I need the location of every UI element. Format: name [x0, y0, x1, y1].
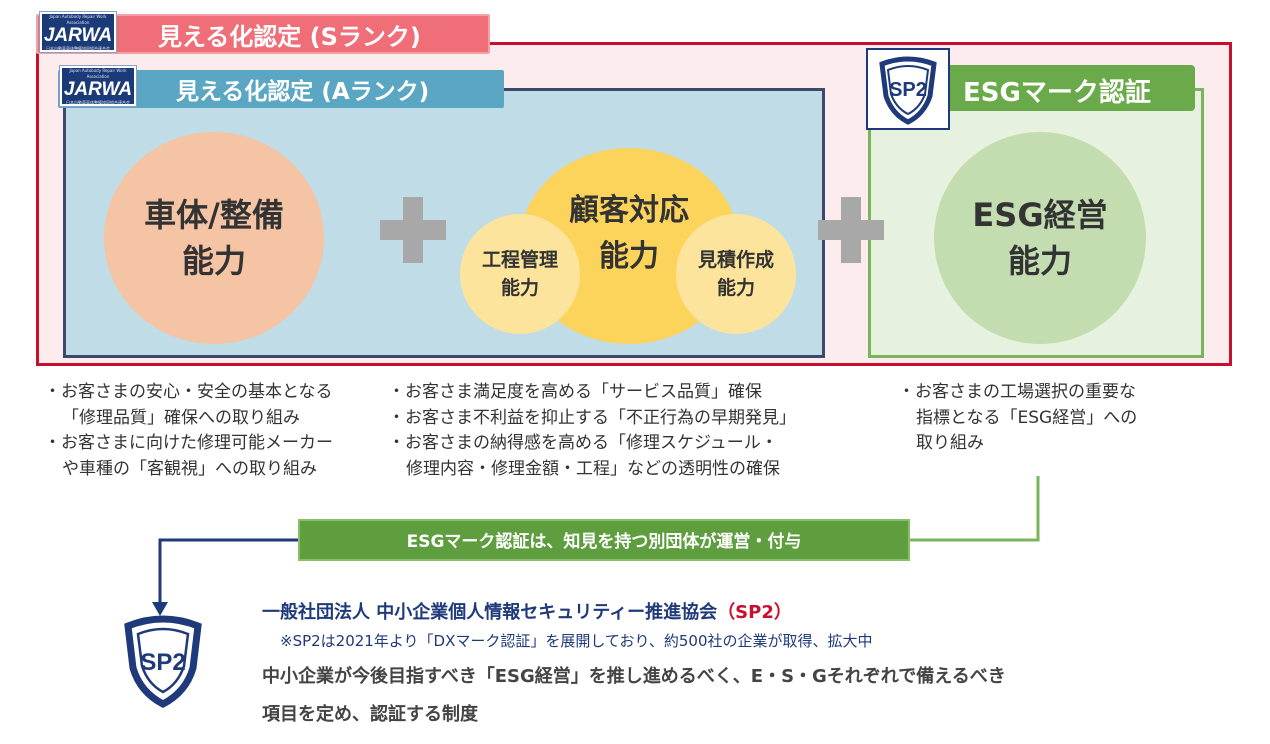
process-circle-line2: 能力	[500, 277, 539, 299]
esg-circle-line1: ESG経営	[972, 196, 1108, 234]
body-circle-line1: 車体/整備	[144, 196, 284, 234]
bullet-item-cont: や車種の「客観視」への取り組み	[62, 458, 317, 479]
body-circle-line2: 能力	[181, 242, 246, 280]
bullet-item: ・お客さま満足度を高める「サービス品質」確保	[388, 382, 762, 402]
plus-icon	[818, 197, 884, 263]
bullet-item-cont: 修理内容・修理金額・工程」などの透明性の確保	[406, 458, 780, 479]
jarwa-name: JARWA	[43, 25, 113, 46]
esg-mark-label: ESGマーク認証	[963, 78, 1151, 108]
sp2-logo-text: SP2	[140, 649, 185, 676]
customer-capability-bullets: ・お客さま満足度を高める「サービス品質」確保 ・お客さま不利益を抑止する「不正行…	[388, 380, 796, 482]
jarwa-logo-a: Japan Autobody Repair Work Association J…	[60, 66, 136, 106]
esg-note-text: ESGマーク認証は、知見を持つ別団体が運営・付与	[406, 532, 802, 552]
esg-capability-bullets: ・お客さまの工場選択の重要な 指標となる「ESG経営」への 取り組み	[898, 380, 1137, 457]
esg-management-circle: ESG経営能力	[934, 132, 1146, 344]
org-name: 一般社団法人 中小企業個人情報セキュリティー推進協会	[262, 602, 718, 623]
bullet-item-cont: 「修理品質」確保への取り組み	[62, 407, 300, 428]
s-rank-label: 見える化認定 (Sランク)	[158, 23, 421, 51]
org-description-line1: 中小企業が今後目指すべき「ESG経営」を推し進めるべく、E・S・Gそれぞれで備え…	[262, 666, 1006, 687]
jarwa-org-en: Japan Autobody Repair Work Association	[49, 14, 107, 25]
jarwa-org-ja: 日本自動車車体整備協同組合連合会	[46, 46, 110, 51]
bullet-item-cont: 取り組み	[916, 433, 984, 453]
body-capability-bullets: ・お客さまの安心・安全の基本となる 「修理品質」確保への取り組み ・お客さまに向…	[44, 380, 333, 482]
sp2-logo-text: SP2	[889, 79, 927, 101]
jarwa-name: JARWA	[63, 79, 133, 100]
bullet-item: ・お客さま不利益を抑止する「不正行為の早期発見」	[388, 407, 796, 428]
process-circle-line1: 工程管理	[481, 249, 558, 271]
esg-note-bar	[298, 519, 910, 561]
a-rank-label: 見える化認定 (Aランク)	[176, 79, 430, 105]
esg-circle-line2: 能力	[1007, 242, 1072, 280]
customer-circle-line1: 顧客対応	[569, 193, 689, 228]
bullet-item: ・お客さまの安心・安全の基本となる	[44, 382, 333, 402]
estimate-creation-circle: 見積作成能力	[676, 214, 796, 334]
jarwa-logo-s: Japan Autobody Repair Work Association J…	[40, 12, 116, 52]
org-title: 一般社団法人 中小企業個人情報セキュリティー推進協会（SP2）	[262, 598, 792, 624]
bullet-item: ・お客さまの納得感を高める「修理スケジュール・	[388, 433, 778, 453]
estimate-circle-line1: 見積作成	[697, 249, 774, 271]
customer-circle-line2: 能力	[599, 239, 659, 274]
bullet-item-cont: 指標となる「ESG経営」への	[916, 407, 1138, 428]
bullet-item: ・お客さまの工場選択の重要な	[898, 382, 1136, 402]
org-description-line2: 項目を定め、認証する制度	[262, 704, 478, 725]
org-abbr: （SP2）	[717, 602, 792, 623]
process-management-circle: 工程管理能力	[460, 214, 580, 334]
org-note: ※SP2は2021年より「DXマーク認証」を展開しており、約500社の企業が取得…	[280, 632, 873, 650]
estimate-circle-line2: 能力	[716, 277, 755, 299]
jarwa-org-en: Japan Autobody Repair Work Association	[69, 68, 127, 79]
sp2-emblem-icon: SP2	[118, 612, 208, 712]
jarwa-org-ja: 日本自動車車体整備協同組合連合会	[66, 100, 130, 105]
bullet-item: ・お客さまに向けた修理可能メーカー	[44, 433, 333, 453]
esg-mark-banner	[941, 65, 1195, 111]
body-maintenance-circle: 車体/整備能力	[104, 132, 324, 344]
sp2-logo-icon: SP2	[866, 48, 950, 130]
plus-icon	[380, 197, 446, 263]
